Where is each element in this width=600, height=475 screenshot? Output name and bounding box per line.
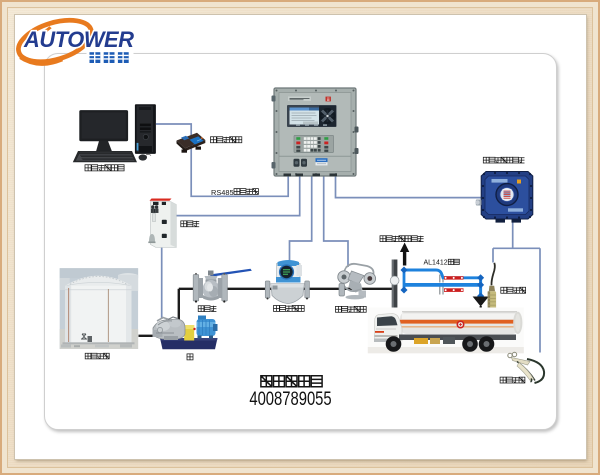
svg-text:RS485: RS485 [211,188,234,197]
svg-text:AUTOWER: AUTOWER [23,27,134,52]
svg-text:4008789055: 4008789055 [249,388,331,409]
svg-text:AL1412: AL1412 [424,259,448,266]
